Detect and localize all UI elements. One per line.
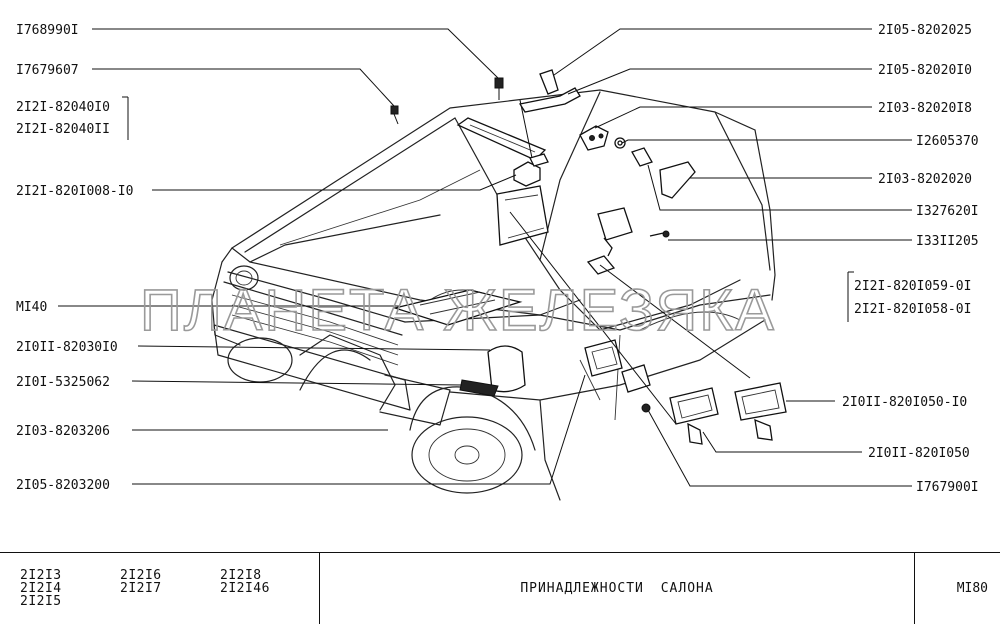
lamp-part-1: [584, 339, 623, 377]
model-code: 2I2I4: [20, 581, 62, 596]
label-r11: 2I0II-820I050: [868, 446, 970, 461]
label-r3: 2I03-82020I8: [878, 101, 972, 116]
model-code: 2I2I6: [120, 568, 162, 583]
lamp-part-2: [621, 364, 651, 393]
label-l8: 2I0I-5325062: [16, 375, 110, 390]
glovebox-lid-part: [487, 345, 526, 393]
label-brackets: [122, 96, 854, 273]
label-r4: I2605370: [916, 134, 979, 149]
parts: [390, 69, 787, 445]
console-part: [392, 289, 523, 326]
label-l5: 2I2I-820I008-I0: [16, 184, 133, 199]
label-l3: 2I2I-82040I0: [16, 100, 110, 115]
label-r7: I33II205: [916, 234, 979, 249]
model-code: 2I2I5: [20, 594, 62, 609]
model-code: 2I2I7: [120, 581, 162, 596]
label-r12: I767900I: [916, 480, 979, 495]
model-code: 2I2I46: [220, 581, 270, 596]
label-r8: 2I2I-820I059-0I: [854, 279, 971, 294]
label-l9: 2I03-8203206: [16, 424, 110, 439]
sheet-title: ПРИНАДЛЕЖНОСТИ САЛОНА: [320, 553, 915, 624]
label-r10: 2I0II-820I050-I0: [842, 395, 967, 410]
vehicle-outline: [211, 89, 776, 501]
screw-part-top: [494, 77, 504, 100]
model-code: 2I2I8: [220, 568, 262, 583]
model-code: 2I2I3: [20, 568, 62, 583]
label-r5: 2I03-8202020: [878, 172, 972, 187]
window-sticker-part: [496, 185, 549, 246]
label-r9: 2I2I-820I058-0I: [854, 302, 971, 317]
model-column-3: 2I2I8 2I2I46: [220, 569, 270, 595]
label-l4: 2I2I-82040II: [16, 122, 110, 137]
emblem-part: [459, 379, 499, 397]
label-r6: I327620I: [916, 204, 979, 219]
label-l7: 2I0II-82030I0: [16, 340, 118, 355]
screw-part-left: [390, 105, 399, 125]
label-l2: I7679607: [16, 63, 79, 78]
leader-lines: [58, 28, 912, 487]
part-labels: I768990I I7679607 2I2I-82040I0 2I2I-8204…: [16, 23, 979, 495]
outside-mirror-right-part: [734, 382, 787, 441]
label-l10: 2I05-8203200: [16, 478, 110, 493]
outside-mirror-left-part: [669, 387, 719, 445]
model-column-2: 2I2I6 2I2I7: [120, 569, 162, 595]
sheet-number: MI80: [956, 581, 988, 596]
visor-holder-part: [513, 153, 549, 187]
model-list: 2I2I3 2I2I4 2I2I5 2I2I6 2I2I7 2I2I8 2I2I…: [0, 553, 320, 624]
model-column-1: 2I2I3 2I2I4 2I2I5: [20, 569, 62, 608]
label-r1: 2I05-8202025: [878, 23, 972, 38]
interior-mirror-part: [586, 207, 670, 275]
label-l1: I768990I: [16, 23, 79, 38]
sun-visor-part: [456, 117, 547, 161]
grab-handle-part: [518, 69, 609, 151]
label-r2: 2I05-82020I0: [878, 63, 972, 78]
coat-hook-part: [659, 161, 696, 199]
watermark: ПЛАНЕТА ЖЕЛЕЗЯКА: [140, 278, 776, 343]
bolt-part: [614, 137, 653, 167]
label-l6: MI40: [16, 300, 47, 315]
title-block: 2I2I3 2I2I4 2I2I5 2I2I6 2I2I7 2I2I8 2I2I…: [0, 552, 1000, 624]
